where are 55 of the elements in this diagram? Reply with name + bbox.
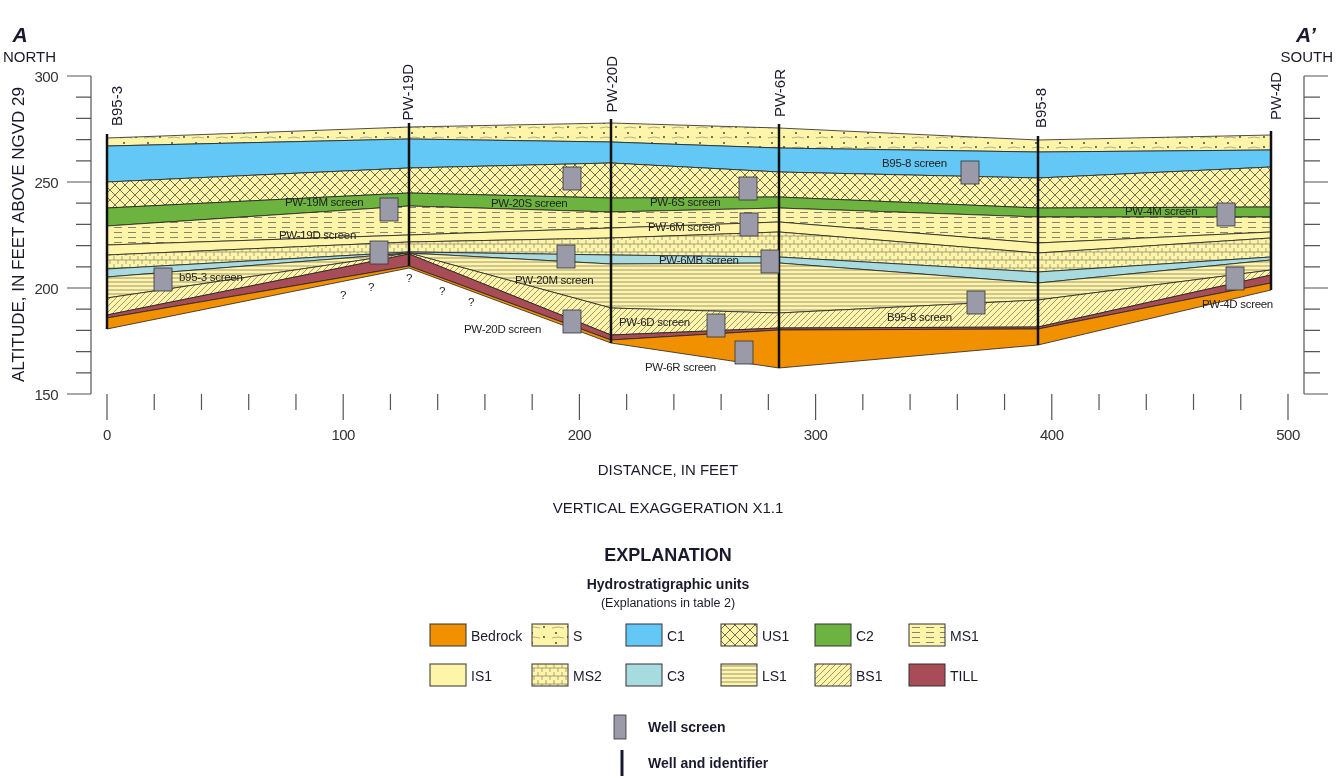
screen-label: B95-8 screen [882, 158, 947, 170]
legend-label: Well and identifier [648, 756, 769, 770]
screen-label: PW-20D screen [464, 324, 542, 336]
legend-label: C1 [667, 629, 685, 643]
tick-label: 500 [1276, 426, 1300, 442]
legend-label: MS1 [950, 629, 979, 643]
legend-label: S [573, 629, 583, 643]
tick-label: 400 [1040, 426, 1064, 442]
screen-label: PW-6R screen [645, 362, 716, 374]
query-mark: ? [367, 282, 375, 294]
legend-label: MS2 [573, 669, 602, 683]
well-identifier: PW-19D [399, 63, 415, 120]
query-mark: ? [405, 273, 413, 285]
tick-label: 0 [103, 426, 111, 442]
legend-label: BS1 [856, 669, 883, 683]
screen-label: PW-6S screen [650, 197, 721, 209]
well-identifier: PW-4D [1267, 71, 1283, 120]
well-identifier: PW-20D [603, 55, 619, 112]
section-letter: A’ [1296, 23, 1316, 45]
well-identifier: B95-3 [108, 85, 124, 126]
legend-label: Bedrock [471, 629, 523, 643]
tick-label: 250 [34, 174, 58, 190]
screen-label: PW-20M screen [515, 275, 594, 287]
well-identifier: PW-6R [771, 68, 787, 117]
heading: EXPLANATION [604, 546, 732, 564]
screen-label: PW-19M screen [285, 197, 364, 209]
query-mark: ? [339, 290, 347, 302]
axis-title: ALTITUDE, IN FEET ABOVE NGVD 29 [9, 87, 27, 383]
query-mark: ? [467, 297, 475, 309]
legend-label: IS1 [471, 669, 492, 683]
tick-label: 300 [34, 68, 58, 84]
screen-label: PW-4M screen [1125, 206, 1198, 218]
tick-label: 200 [34, 280, 58, 296]
subheading: Hydrostratigraphic units [586, 577, 750, 591]
tick-label: 200 [567, 426, 592, 442]
note: (Explanations in table 2) [600, 596, 736, 610]
screen-label: PW-20S screen [491, 198, 568, 210]
tick-label: 300 [803, 426, 828, 442]
legend-label: LS1 [762, 669, 787, 683]
tick-label: 150 [34, 386, 58, 402]
screen-label: B95-8 screen [887, 312, 952, 324]
legend-label: C3 [667, 669, 685, 683]
direction-label: SOUTH [1280, 48, 1333, 64]
legend-label: TILL [950, 669, 978, 683]
tick-label: 100 [331, 426, 355, 442]
screen-label: PW-6D screen [619, 317, 690, 329]
well-identifier: B95-8 [1032, 87, 1048, 128]
note: VERTICAL EXAGGERATION X1.1 [552, 499, 784, 515]
axis-title: DISTANCE, IN FEET [597, 461, 739, 477]
section-letter: A [12, 23, 28, 45]
legend-label: C2 [856, 629, 874, 643]
direction-label: NORTH [3, 48, 57, 64]
legend-label: US1 [762, 629, 790, 643]
legend-label: Well screen [648, 720, 726, 734]
query-mark: ? [438, 286, 446, 298]
